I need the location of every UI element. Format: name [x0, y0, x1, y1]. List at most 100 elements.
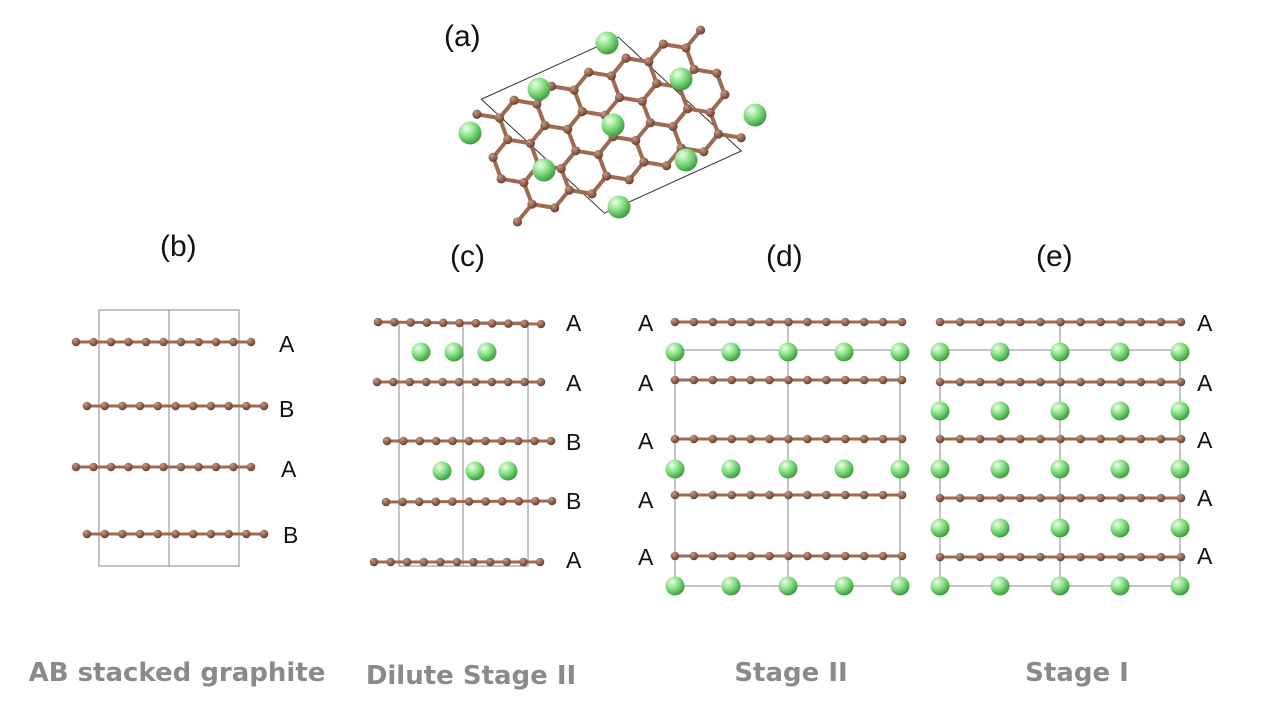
panel-c-layer-label: A	[566, 547, 582, 573]
brown-sphere-icon	[1156, 552, 1166, 562]
panel-b-caption: AB stacked graphite	[29, 658, 326, 688]
brown-sphere-icon	[1056, 552, 1065, 562]
brown-sphere-icon	[1036, 377, 1045, 387]
brown-sphere-icon	[708, 317, 718, 327]
brown-sphere-icon	[593, 149, 604, 160]
brown-sphere-icon	[746, 317, 755, 327]
panel-c-layer-label: A	[566, 370, 582, 396]
brown-sphere-icon	[784, 375, 793, 385]
brown-sphere-icon	[681, 43, 691, 53]
brown-sphere-icon	[124, 462, 133, 472]
brown-sphere-icon	[683, 104, 693, 114]
brown-sphere-icon	[1076, 434, 1085, 444]
green-sphere-icon	[1170, 459, 1190, 479]
brown-sphere-icon	[955, 552, 965, 562]
brown-sphere-icon	[176, 462, 186, 472]
green-sphere-icon	[930, 518, 950, 538]
brown-sphere-icon	[159, 462, 168, 472]
brown-sphere-icon	[859, 434, 869, 444]
brown-sphere-icon	[106, 337, 116, 347]
brown-sphere-icon	[955, 317, 965, 327]
brown-sphere-icon	[246, 337, 256, 347]
brown-sphere-icon	[259, 529, 269, 539]
panel-b-layer-labels: A B A B	[279, 331, 298, 548]
brown-sphere-icon	[471, 377, 480, 387]
brown-sphere-icon	[840, 551, 850, 561]
brown-sphere-icon	[431, 436, 441, 446]
brown-sphere-icon	[242, 401, 251, 411]
brown-sphere-icon	[1136, 317, 1146, 327]
brown-sphere-icon	[550, 203, 560, 213]
panel-d-layer-label: A	[638, 370, 654, 396]
brown-sphere-icon	[727, 375, 737, 385]
green-sphere-icon	[778, 342, 798, 362]
green-sphere-icon	[990, 459, 1010, 479]
brown-sphere-icon	[419, 557, 429, 567]
brown-sphere-icon	[402, 557, 412, 567]
brown-sphere-icon	[897, 317, 907, 327]
brown-sphere-icon	[455, 318, 464, 328]
green-sphere-icon	[532, 158, 556, 182]
brown-sphere-icon	[1096, 434, 1105, 444]
brown-sphere-icon	[935, 434, 945, 444]
brown-sphere-icon	[878, 317, 888, 327]
brown-sphere-icon	[822, 490, 831, 500]
brown-sphere-icon	[1136, 493, 1146, 503]
brown-sphere-icon	[621, 53, 631, 63]
brown-sphere-icon	[1176, 493, 1186, 503]
brown-sphere-icon	[670, 551, 680, 561]
panel-d-layer-labels: A A A A A	[638, 310, 654, 570]
brown-sphere-icon	[485, 557, 495, 567]
brown-sphere-icon	[1136, 552, 1146, 562]
panel-c-layer-label: A	[566, 310, 582, 336]
brown-sphere-icon	[373, 317, 383, 327]
brown-sphere-icon	[708, 490, 718, 500]
brown-sphere-icon	[897, 375, 907, 385]
panel-b-layer-label: B	[279, 396, 294, 422]
brown-sphere-icon	[135, 529, 145, 539]
brown-sphere-icon	[713, 129, 724, 139]
brown-sphere-icon	[822, 551, 831, 561]
brown-sphere-icon	[784, 317, 793, 327]
brown-sphere-icon	[569, 85, 579, 95]
brown-sphere-icon	[194, 462, 203, 472]
brown-sphere-icon	[670, 375, 680, 385]
green-sphere-icon	[990, 342, 1010, 362]
green-sphere-icon	[721, 342, 741, 362]
brown-sphere-icon	[547, 496, 557, 506]
brown-sphere-icon	[399, 436, 408, 446]
brown-sphere-icon	[421, 377, 431, 387]
brown-sphere-icon	[71, 337, 81, 347]
brown-sphere-icon	[1116, 317, 1126, 327]
brown-sphere-icon	[577, 106, 587, 117]
brown-sphere-icon	[512, 217, 523, 227]
brown-sphere-icon	[481, 436, 490, 446]
brown-sphere-icon	[1136, 434, 1146, 444]
brown-sphere-icon	[224, 401, 233, 411]
brown-sphere-icon	[246, 462, 256, 472]
green-sphere-icon	[1110, 576, 1130, 596]
brown-sphere-icon	[746, 375, 755, 385]
brown-sphere-icon	[525, 138, 535, 148]
brown-sphere-icon	[414, 497, 424, 507]
green-sphere-icon	[444, 342, 464, 362]
green-sphere-icon	[834, 459, 854, 479]
green-sphere-icon	[665, 342, 685, 362]
brown-sphere-icon	[670, 490, 680, 500]
brown-sphere-icon	[571, 146, 581, 156]
brown-sphere-icon	[658, 39, 668, 49]
panel-c-graphene-layers	[369, 317, 557, 567]
brown-sphere-icon	[765, 551, 774, 561]
brown-sphere-icon	[822, 317, 831, 327]
brown-sphere-icon	[897, 490, 907, 500]
brown-sphere-icon	[520, 319, 529, 329]
panel-b-label: (b)	[160, 230, 197, 263]
brown-sphere-icon	[141, 337, 151, 347]
brown-sphere-icon	[176, 337, 186, 347]
panel-c-layer-labels: A A B B A	[566, 310, 582, 573]
brown-sphere-icon	[1056, 434, 1065, 444]
green-sphere-icon	[1110, 401, 1130, 421]
panel-b-unit-cell	[98, 309, 240, 567]
green-sphere-icon	[778, 576, 798, 596]
green-sphere-icon	[1170, 342, 1190, 362]
